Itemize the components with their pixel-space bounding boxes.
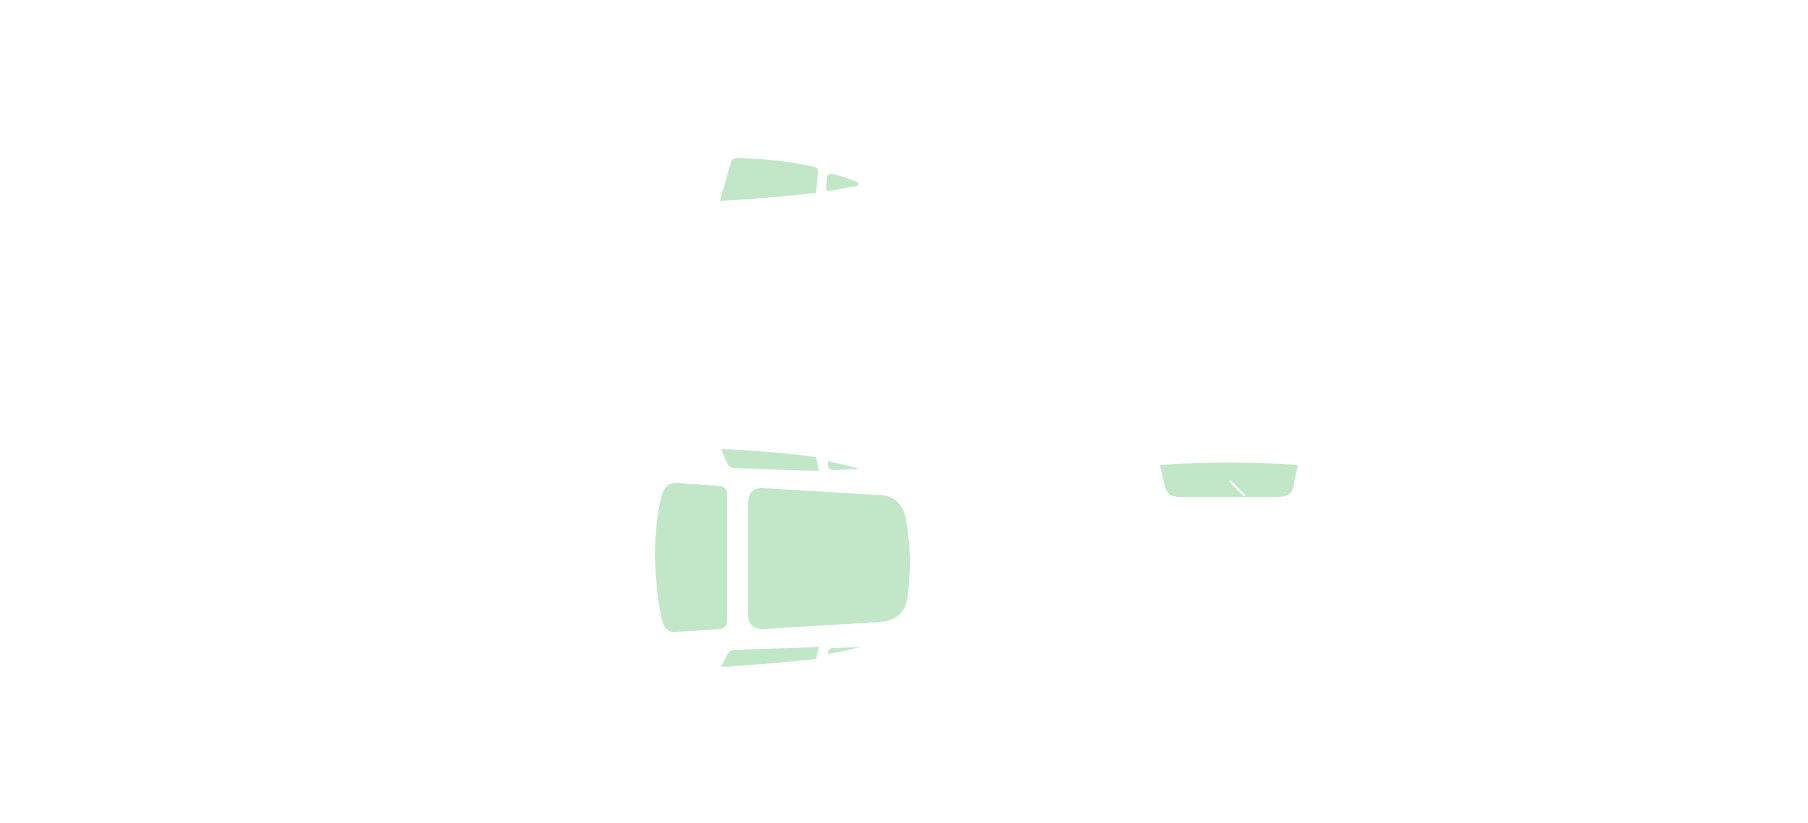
sunroof[interactable] <box>748 488 910 629</box>
rear-view-wiper <box>1229 480 1246 497</box>
rear-view-window[interactable] <box>1160 462 1298 498</box>
windshield[interactable] <box>721 647 819 667</box>
glass-parts <box>655 158 1298 667</box>
rear-window[interactable] <box>655 483 727 633</box>
upper-front-side-window[interactable] <box>720 158 819 201</box>
front-side-window[interactable] <box>721 449 819 471</box>
lower-rear-quarter-window[interactable] <box>828 647 860 654</box>
upper-rear-quarter-window[interactable] <box>826 173 859 191</box>
rear-quarter-window[interactable] <box>828 461 860 470</box>
